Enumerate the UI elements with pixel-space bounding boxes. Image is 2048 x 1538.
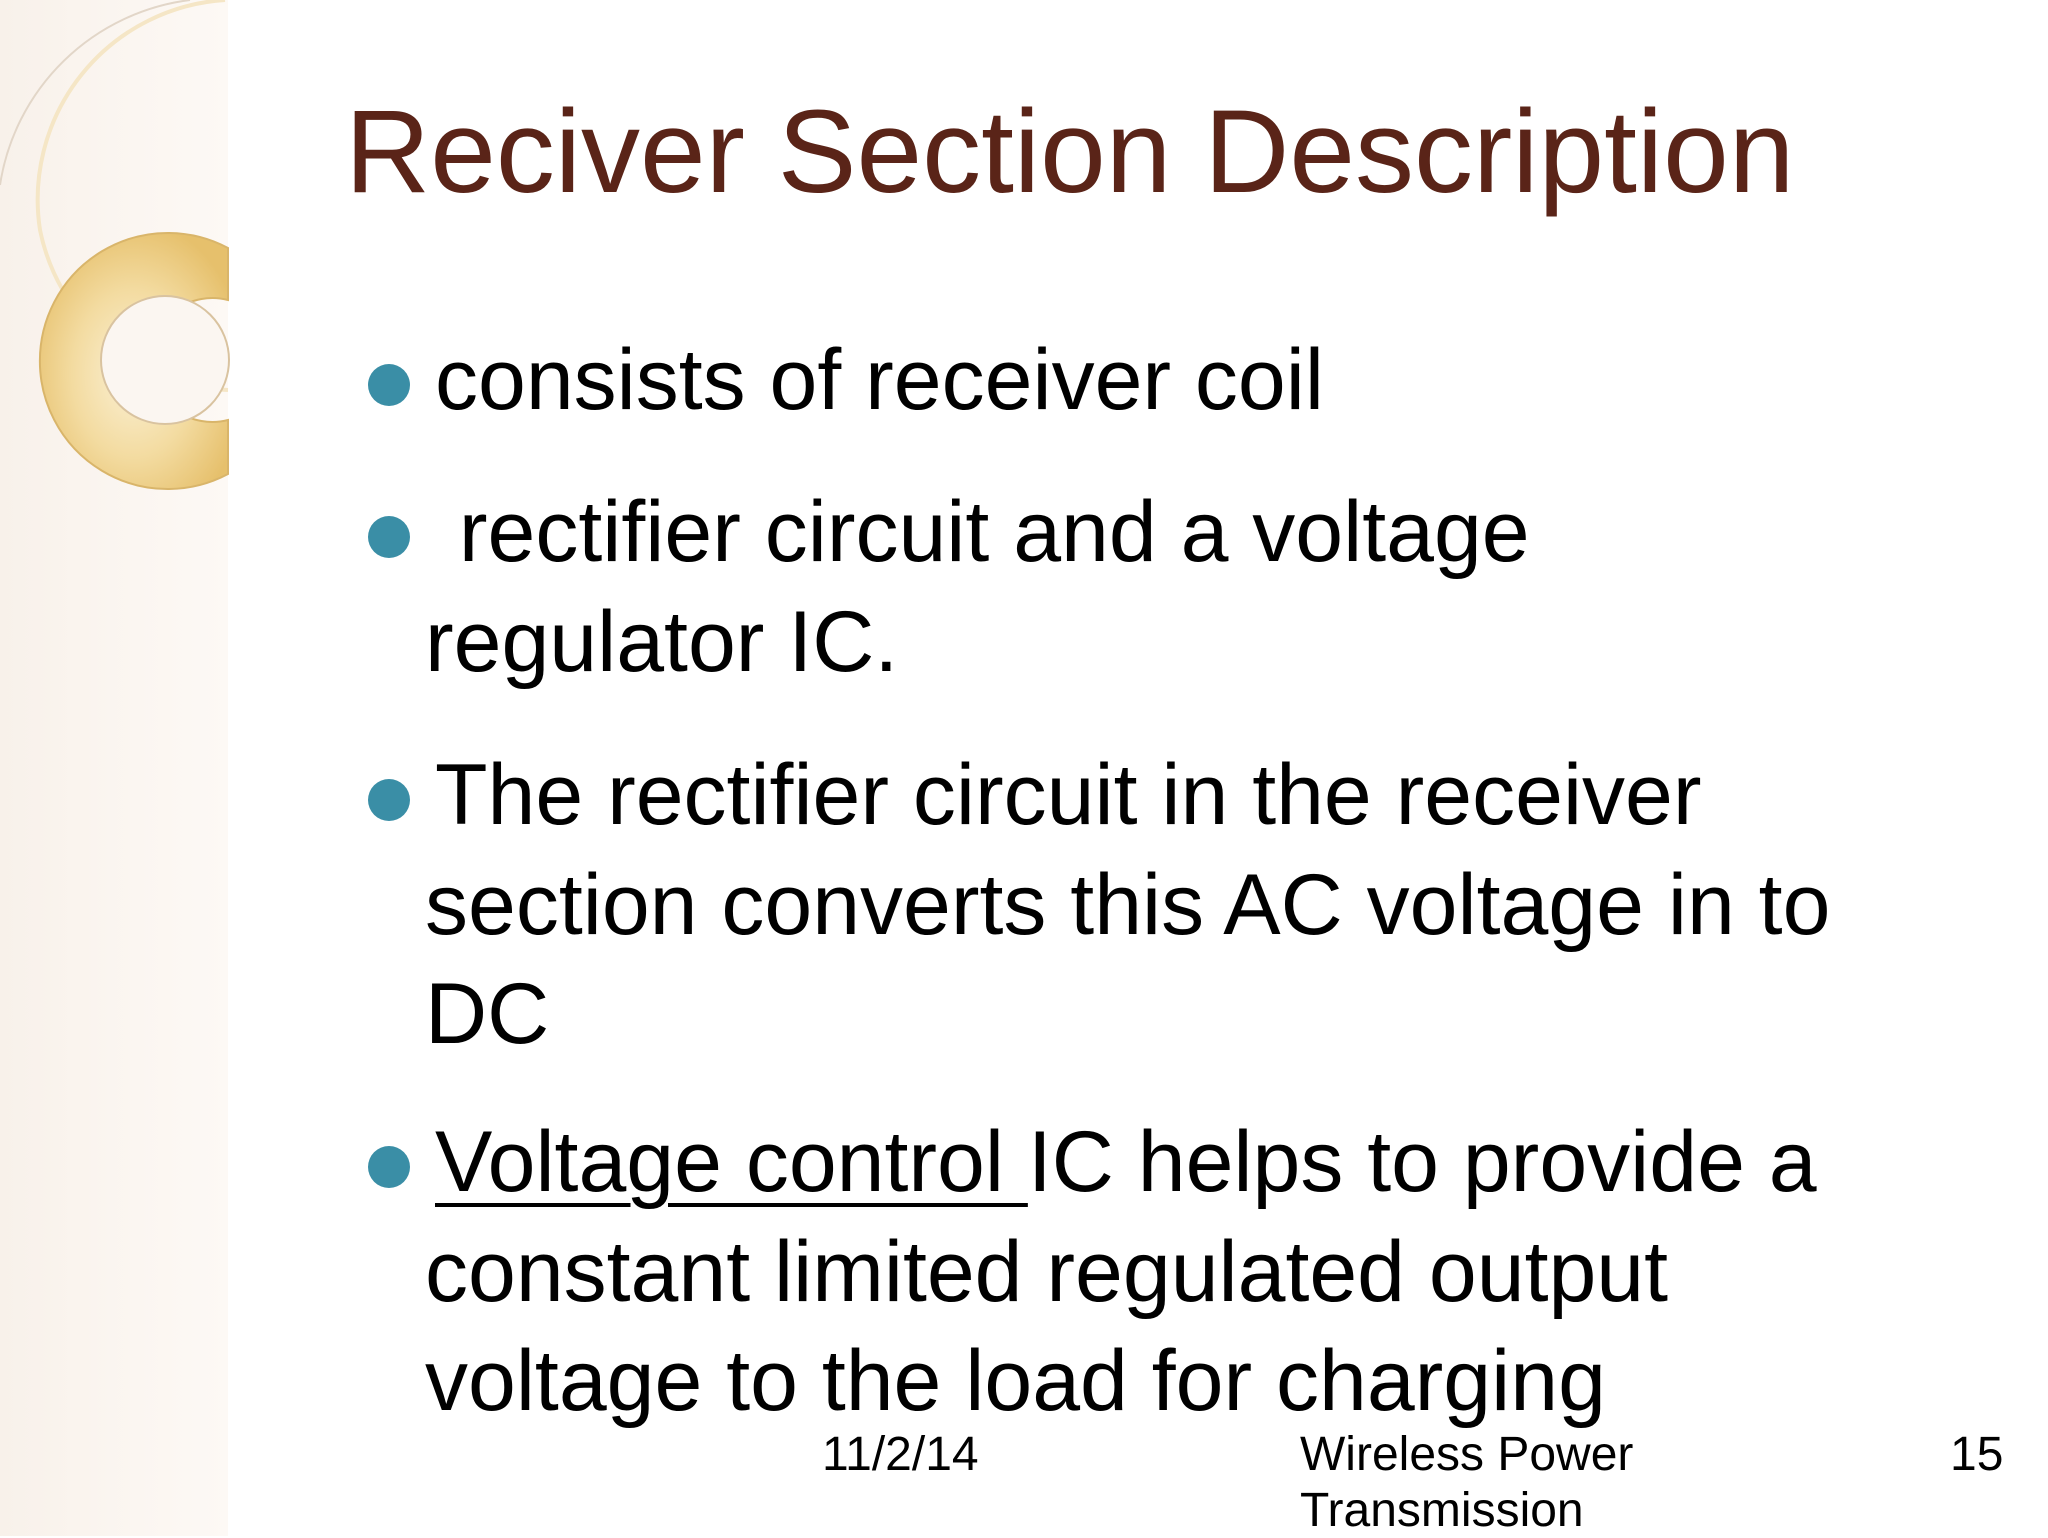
bullet-line: consists of receiver coil	[435, 332, 1324, 428]
footer-title-line2: Transmission	[1300, 1484, 1584, 1537]
footer-title-line1: Wireless Power	[1300, 1428, 1634, 1481]
bullet-line: voltage to the load for charging	[425, 1333, 1606, 1429]
bullet-line: The rectifier circuit in the receiver	[435, 747, 1702, 843]
bullet-lead-rest: IC helps to provide a	[1027, 1114, 1817, 1210]
bullet-line: DC	[425, 966, 550, 1062]
bullet-line: constant limited regulated output	[425, 1224, 1669, 1320]
bullet-icon	[368, 1146, 410, 1188]
slide-title: Reciver Section Description	[345, 86, 1795, 218]
bullet-lead-line: Voltage control IC helps to provide a	[435, 1107, 1817, 1217]
underlined-term: Voltage control	[435, 1114, 1028, 1210]
footer-date: 11/2/14	[822, 1428, 979, 1481]
bullet-icon	[368, 516, 410, 558]
bullet-line: regulator IC.	[425, 594, 899, 690]
bullet-line: section converts this AC voltage in to	[425, 857, 1831, 953]
bullet-icon	[368, 364, 410, 406]
footer-page-number: 15	[1950, 1428, 2004, 1481]
decorative-rings	[0, 0, 230, 490]
bullet-line: rectifier circuit and a voltage	[435, 484, 1530, 580]
bullet-icon	[368, 779, 410, 821]
